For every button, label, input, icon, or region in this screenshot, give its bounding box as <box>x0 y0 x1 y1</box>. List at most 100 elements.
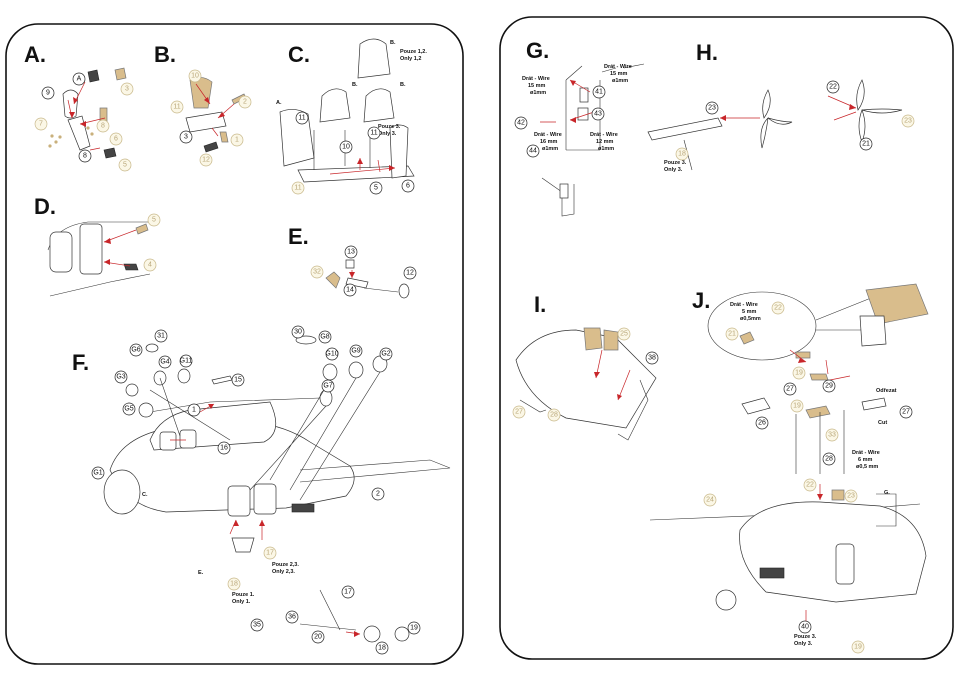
callout-22b <box>803 478 817 492</box>
callout-num: G10 <box>325 351 338 358</box>
fuselage-j <box>739 501 927 603</box>
callout-num: 18 <box>230 581 238 588</box>
callout-32 <box>310 265 324 279</box>
callout-18t <box>675 147 689 161</box>
callout-5 <box>369 181 383 195</box>
note-cut: Cut <box>878 420 887 426</box>
callout-num: 19 <box>793 403 801 410</box>
seat-frame-right <box>363 88 395 123</box>
callout-num: G1 <box>93 470 102 477</box>
callout-17 <box>341 585 355 599</box>
callout-num: 3 <box>184 134 188 141</box>
label-B: B. <box>400 82 406 88</box>
arrow-head <box>798 358 806 363</box>
note-only3-en: Only 3. <box>664 167 683 173</box>
callout-num: 28 <box>550 412 558 419</box>
arrow-head <box>233 520 239 526</box>
callout-23 <box>844 489 858 503</box>
callout-21 <box>859 137 873 151</box>
callout-G7 <box>321 379 335 393</box>
section-g-title: G. <box>526 38 549 63</box>
callout-num: 43 <box>594 111 602 118</box>
callout-18t <box>227 577 241 591</box>
callout-num: 17 <box>266 550 274 557</box>
seat-frame-top <box>357 38 391 79</box>
callout-num: 5 <box>374 185 378 192</box>
callout-num: 22 <box>806 482 814 489</box>
callout-22 <box>771 301 785 315</box>
section-c-title: C. <box>288 42 310 67</box>
wheel-j <box>715 589 737 611</box>
arrow-head <box>80 121 86 127</box>
callout-7 <box>34 117 48 131</box>
note-wire15b-3: ø1mm <box>612 78 628 84</box>
glazing-g11 <box>177 368 191 384</box>
label-A: A <box>77 76 82 83</box>
glazing-g7 <box>319 389 333 407</box>
assembly-arrows <box>67 81 106 151</box>
callout-27b <box>899 405 913 419</box>
arrow-head <box>357 158 363 164</box>
arrow-head <box>349 272 355 278</box>
callout-40 <box>798 620 812 634</box>
wheel <box>363 625 381 643</box>
callout-num: 12 <box>406 270 414 277</box>
winch-box <box>577 107 589 121</box>
label-B: B. <box>352 82 358 88</box>
callout-42 <box>514 116 528 130</box>
note-wire15a-1: Drát - Wire <box>522 76 550 82</box>
callout-num: 13 <box>347 249 355 256</box>
arrow-head <box>617 394 622 400</box>
callout-num: 6 <box>406 183 410 190</box>
callout-num: 35 <box>253 622 261 629</box>
callout-num: 15 <box>234 377 242 384</box>
arrow-head <box>104 259 110 265</box>
callout-G5 <box>122 402 136 416</box>
tail-boom-end <box>647 117 723 141</box>
note-wire5-1: Drát - Wire <box>730 302 758 308</box>
callout-11 <box>170 100 184 114</box>
tail-rotor <box>760 89 793 149</box>
callout-G11 <box>179 354 193 368</box>
assembly-arrows <box>170 403 361 635</box>
section-d-title: D. <box>34 194 56 219</box>
step-part <box>231 537 255 553</box>
note-only3-en: Only 3. <box>378 131 397 137</box>
arrow-head <box>720 115 726 121</box>
axle-line <box>363 287 399 293</box>
seat-bracket-part <box>103 147 117 159</box>
door-window-2 <box>253 483 277 515</box>
callout-G9 <box>349 344 363 358</box>
rotor-shaft <box>795 410 845 474</box>
callout-num: 17 <box>344 589 352 596</box>
section-f-title: F. <box>72 350 89 375</box>
door-step <box>123 263 139 271</box>
callout-1 <box>230 133 244 147</box>
callout-num: 21 <box>728 331 736 338</box>
arrow-head <box>594 372 600 378</box>
callout-num: 29 <box>825 383 833 390</box>
glazing-g3 <box>125 383 139 397</box>
seat-a <box>279 109 315 167</box>
callout-38 <box>645 351 659 365</box>
callout-num: 8 <box>83 153 87 160</box>
callout-23 <box>705 101 719 115</box>
callout-17t <box>263 546 277 560</box>
callout-num: 27 <box>786 386 794 393</box>
callout-6 <box>401 179 415 193</box>
section-a: A. A 9 3 7 8 6 8 5 <box>24 42 134 172</box>
assembly-arrows <box>789 349 851 628</box>
callout-num: 33 <box>828 432 836 439</box>
etched-part-33 <box>805 405 831 419</box>
note-only23-en: Only 2,3. <box>272 569 295 575</box>
callout-22 <box>826 80 840 94</box>
cabin-window-2 <box>179 429 197 449</box>
callout-num: 23 <box>904 118 912 125</box>
callout-num: 23 <box>847 493 855 500</box>
callout-num: 6 <box>114 136 118 143</box>
callout-4 <box>143 258 157 272</box>
callout-28 <box>547 408 561 422</box>
callout-26 <box>755 416 769 430</box>
callout-19 <box>407 621 421 635</box>
